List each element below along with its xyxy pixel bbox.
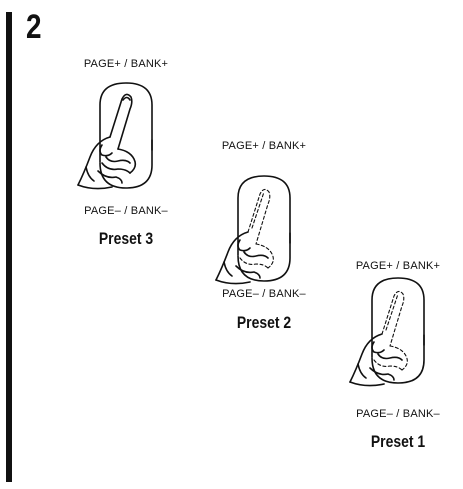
page-up-label-preset-3: PAGE+ / BANK+ bbox=[84, 58, 168, 70]
preset-label-2: Preset 2 bbox=[237, 313, 291, 333]
page-down-label-preset-2: PAGE– / BANK– bbox=[222, 288, 306, 300]
page-down-label-preset-3: PAGE– / BANK– bbox=[84, 205, 168, 217]
page-down-label-preset-1: PAGE– / BANK– bbox=[356, 408, 440, 420]
button-diagram-preset-1 bbox=[350, 278, 424, 386]
button-diagram-preset-3 bbox=[78, 83, 152, 189]
page-up-label-preset-1: PAGE+ / BANK+ bbox=[356, 260, 440, 272]
preset-label-1: Preset 1 bbox=[371, 432, 425, 452]
button-diagram-preset-2 bbox=[216, 176, 290, 284]
preset-label-3: Preset 3 bbox=[99, 229, 153, 249]
page-up-label-preset-2: PAGE+ / BANK+ bbox=[222, 140, 306, 152]
